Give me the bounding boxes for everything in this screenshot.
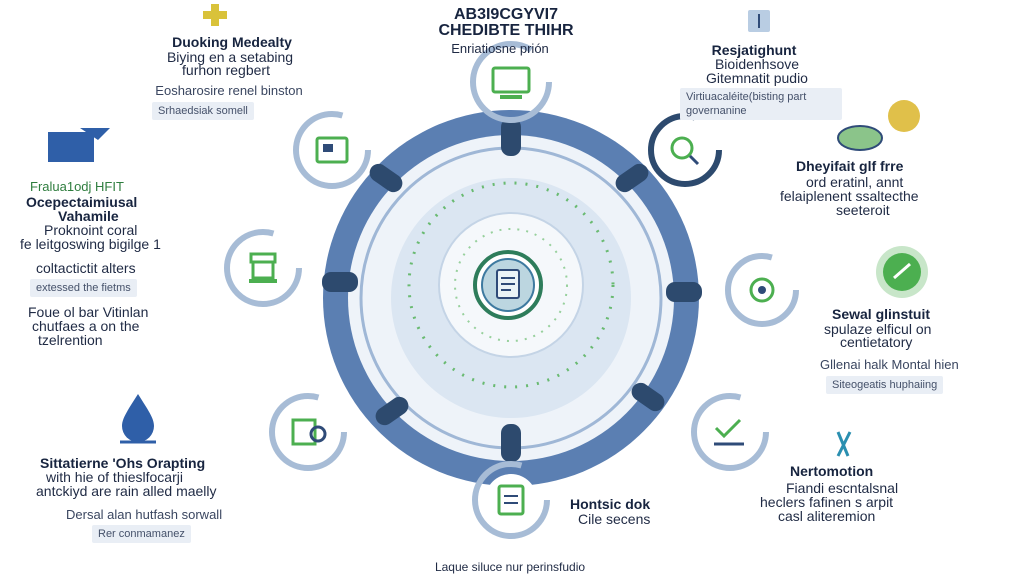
node-mid-right bbox=[725, 253, 799, 327]
check-chart-icon bbox=[714, 418, 744, 446]
top-left-line1: Biying en a setabing bbox=[166, 49, 294, 65]
mid-left-title1: Ocepectaimiusal bbox=[26, 194, 138, 210]
bottom-right-title: Nertomotion bbox=[790, 463, 874, 479]
node-lower-right bbox=[691, 393, 769, 471]
connector-lower-right bbox=[631, 382, 665, 412]
right-upper-line3: seeteroit bbox=[836, 202, 890, 218]
node-mid-left bbox=[224, 229, 302, 307]
printer-icon bbox=[249, 252, 277, 283]
right-mid-line1: spulaze elficul on bbox=[824, 321, 932, 337]
top-left-line3: Eosharosire renel binston bbox=[155, 83, 303, 98]
plus-cross-icon bbox=[203, 4, 227, 26]
mid-left-line3: coltactictit alters bbox=[36, 260, 136, 276]
bottom-left-line1: with hie of thieslfocarji bbox=[46, 469, 183, 485]
computer-screen-icon bbox=[491, 66, 531, 99]
connector-right bbox=[666, 282, 702, 302]
node-lower-left bbox=[269, 393, 347, 471]
top-right-line1: Bioidenhsove bbox=[714, 56, 800, 72]
bottom-left-line2: antckiyd are rain alled maelly bbox=[36, 483, 217, 499]
dashboard-screen-icon bbox=[315, 136, 349, 164]
mid-left-title2: Vahamile bbox=[58, 208, 119, 224]
magnifier-leaf-icon bbox=[670, 136, 700, 166]
tower-icon bbox=[836, 431, 852, 457]
mid-left-line4: Foue ol bar Vitinlan bbox=[28, 304, 149, 320]
right-mid-line3: Gllenai halk Montal hien bbox=[820, 357, 959, 372]
footer-caption: Laque siluce nur perinsfudio bbox=[434, 560, 586, 574]
bottom-center-title: Hontsic dok bbox=[570, 496, 651, 512]
mid-left-line1: Proknoint coral bbox=[44, 222, 138, 238]
connector-left bbox=[322, 272, 358, 292]
connector-upper-left bbox=[369, 163, 403, 193]
bottom-left-title: Sittatierne 'Ohs Orapting bbox=[40, 455, 206, 471]
connector-lower-left bbox=[375, 396, 409, 426]
header-title-line1: AB3I9CGYVI7 bbox=[453, 6, 559, 23]
bottom-right-line1: Fiandi escntalsnal bbox=[786, 480, 899, 496]
connector-upper-right bbox=[615, 163, 649, 193]
dotted-arc-inner bbox=[454, 228, 568, 342]
bottom-left-chip: Rer conmamanez bbox=[92, 525, 191, 543]
node-bottom bbox=[472, 461, 550, 539]
top-right-line2: Gitemnatit pudio bbox=[706, 70, 808, 86]
bottom-right-line3: casl aliteremion bbox=[778, 508, 876, 524]
building-flag-icon bbox=[48, 128, 110, 162]
bottom-center-line1: Cile secens bbox=[578, 511, 651, 527]
mid-left-line6: tzelrention bbox=[38, 332, 103, 348]
right-upper-line1: ord eratinl, annt bbox=[806, 174, 904, 190]
mid-left-chip: extessed the fietms bbox=[30, 279, 137, 297]
node-upper-right bbox=[648, 113, 722, 187]
chart-search-icon bbox=[291, 418, 327, 446]
scale-badge-icon bbox=[748, 10, 770, 32]
mid-left-line2: fe leitgoswing bigilge 1 bbox=[20, 236, 161, 252]
right-upper-title: Dheyifait glf frre bbox=[796, 158, 904, 174]
document-gear-icon bbox=[473, 250, 543, 320]
right-mid-title: Sewal glinstuit bbox=[832, 306, 931, 322]
right-mid-chip: Siteogeatis huphaiing bbox=[826, 376, 944, 394]
right-mid-line2: centietatory bbox=[840, 334, 913, 350]
mid-left-line5: chutfaes a on the bbox=[32, 318, 140, 334]
check-circle-icon bbox=[876, 246, 928, 298]
connector-top bbox=[501, 118, 521, 156]
bottom-left-line3: Dersal alan hutfash sorwall bbox=[66, 507, 223, 522]
node-top bbox=[470, 41, 552, 123]
growth-hand-icon bbox=[837, 100, 920, 151]
header-subtitle: Enriatiosne prión bbox=[451, 41, 549, 56]
connector-bottom bbox=[501, 424, 521, 462]
water-drop-icon bbox=[120, 394, 156, 444]
top-left-line2: furhon regbert bbox=[182, 62, 270, 78]
gear-house-icon bbox=[749, 277, 775, 303]
node-upper-left bbox=[293, 111, 371, 189]
header-title-line2: CHEDIBTE THIHR bbox=[438, 22, 574, 39]
dotted-arc bbox=[407, 181, 615, 389]
top-right-chip: Virtiuacaléite(bisting part governanine bbox=[680, 88, 842, 120]
mid-left-label: Fralua1odj HFIT bbox=[30, 179, 124, 194]
top-left-chip: Srhaedsiak somell bbox=[152, 102, 254, 120]
clipboard-icon bbox=[497, 484, 525, 516]
bottom-right-line2: heclers fafinen s arpit bbox=[760, 494, 894, 510]
top-right-title: Resjatighunt bbox=[711, 42, 797, 58]
top-left-title: Duoking Medealty bbox=[172, 34, 292, 50]
right-upper-line2: felaiplenent ssaltecthe bbox=[780, 188, 919, 204]
